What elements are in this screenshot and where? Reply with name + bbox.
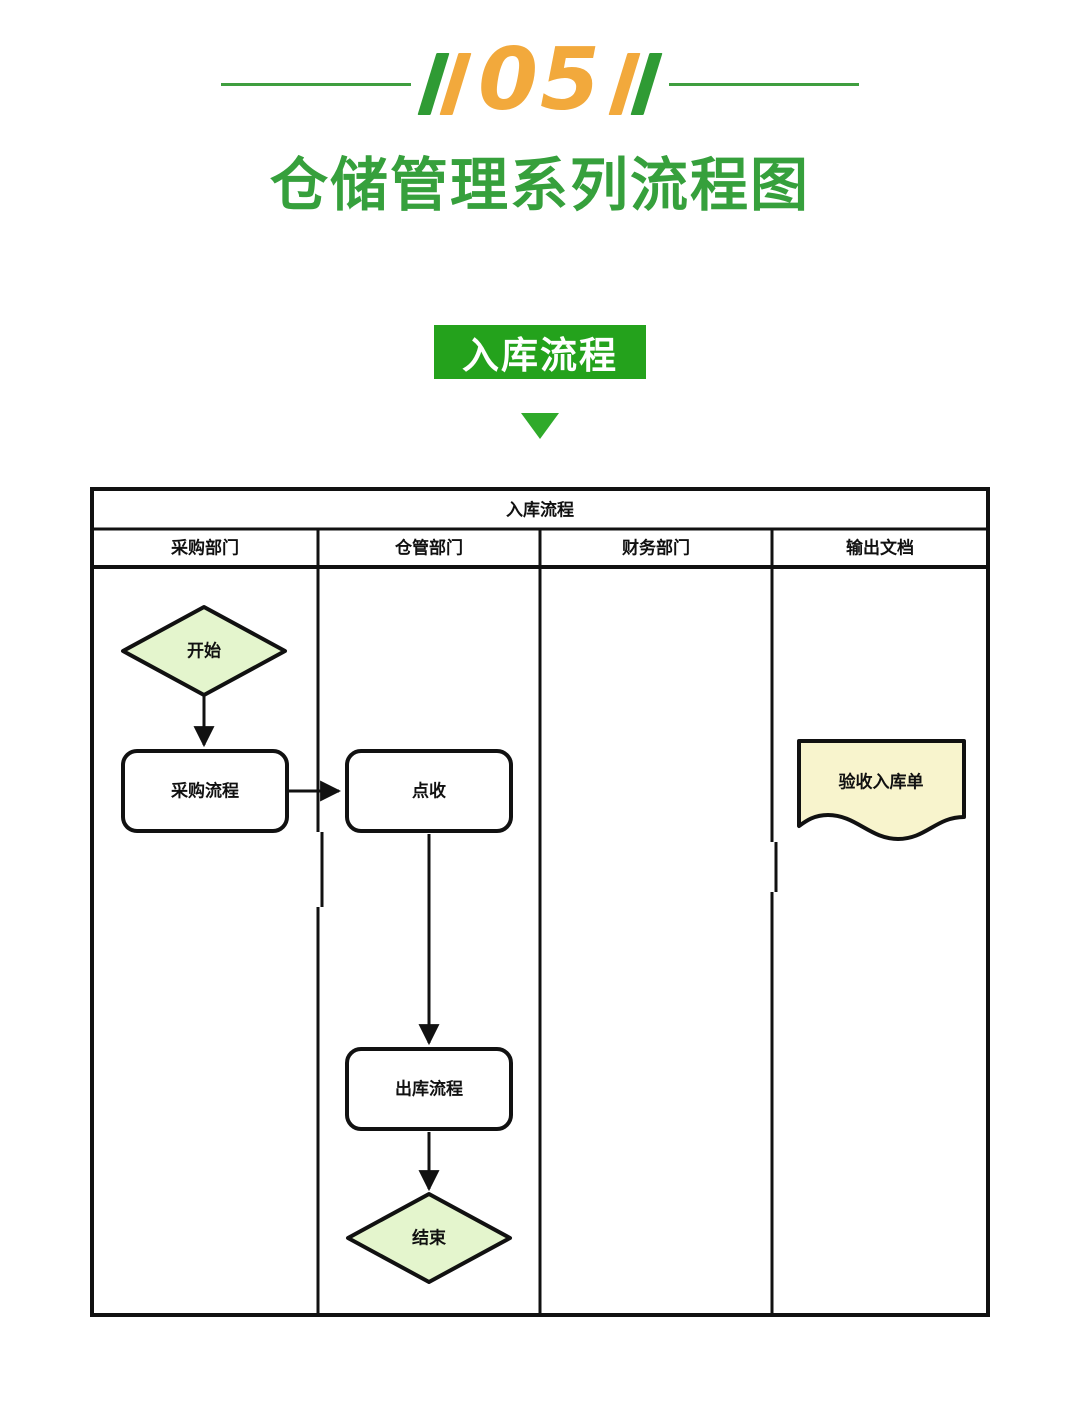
node-start-label: 开始 (187, 640, 221, 660)
lane-divider-3 (770, 530, 778, 1314)
swimlane-flowchart: 入库流程 采购部门 仓管部门 财务部门 输出文档 开始 采购流程 点收 出库流程… (90, 487, 990, 1317)
node-receive-label: 点收 (412, 780, 446, 800)
lane-divider-1 (316, 530, 324, 1314)
node-receive: 点收 (345, 749, 513, 833)
lane-header-purchasing: 采购部门 (170, 537, 239, 557)
lane-header-warehouse: 仓管部门 (394, 537, 463, 557)
node-outbound-process-label: 出库流程 (395, 1078, 463, 1098)
page-title: 仓储管理系列流程图 (269, 153, 810, 218)
node-end: 结束 (346, 1192, 512, 1284)
header-rule-left (221, 82, 412, 86)
node-purchase-process: 采购流程 (121, 749, 289, 833)
lane-header-finance: 财务部门 (621, 537, 690, 557)
page-header: 05 仓储管理系列流程图 (0, 0, 1080, 240)
section-number-row: 05 (0, 30, 1080, 130)
node-purchase-process-label: 采购流程 (170, 780, 239, 800)
section-number: 05 (478, 30, 602, 130)
node-receipt-document: 验收入库单 (797, 739, 966, 841)
node-start: 开始 (121, 605, 287, 697)
caret-down-icon (521, 413, 559, 439)
lane-header-documents: 输出文档 (846, 537, 914, 557)
node-receipt-document-label: 验收入库单 (839, 771, 924, 791)
node-outbound-process: 出库流程 (345, 1047, 513, 1131)
section-badge: 入库流程 (434, 325, 646, 379)
header-rule-right (668, 82, 859, 86)
node-end-label: 结束 (412, 1227, 446, 1247)
board-title: 入库流程 (506, 499, 574, 519)
